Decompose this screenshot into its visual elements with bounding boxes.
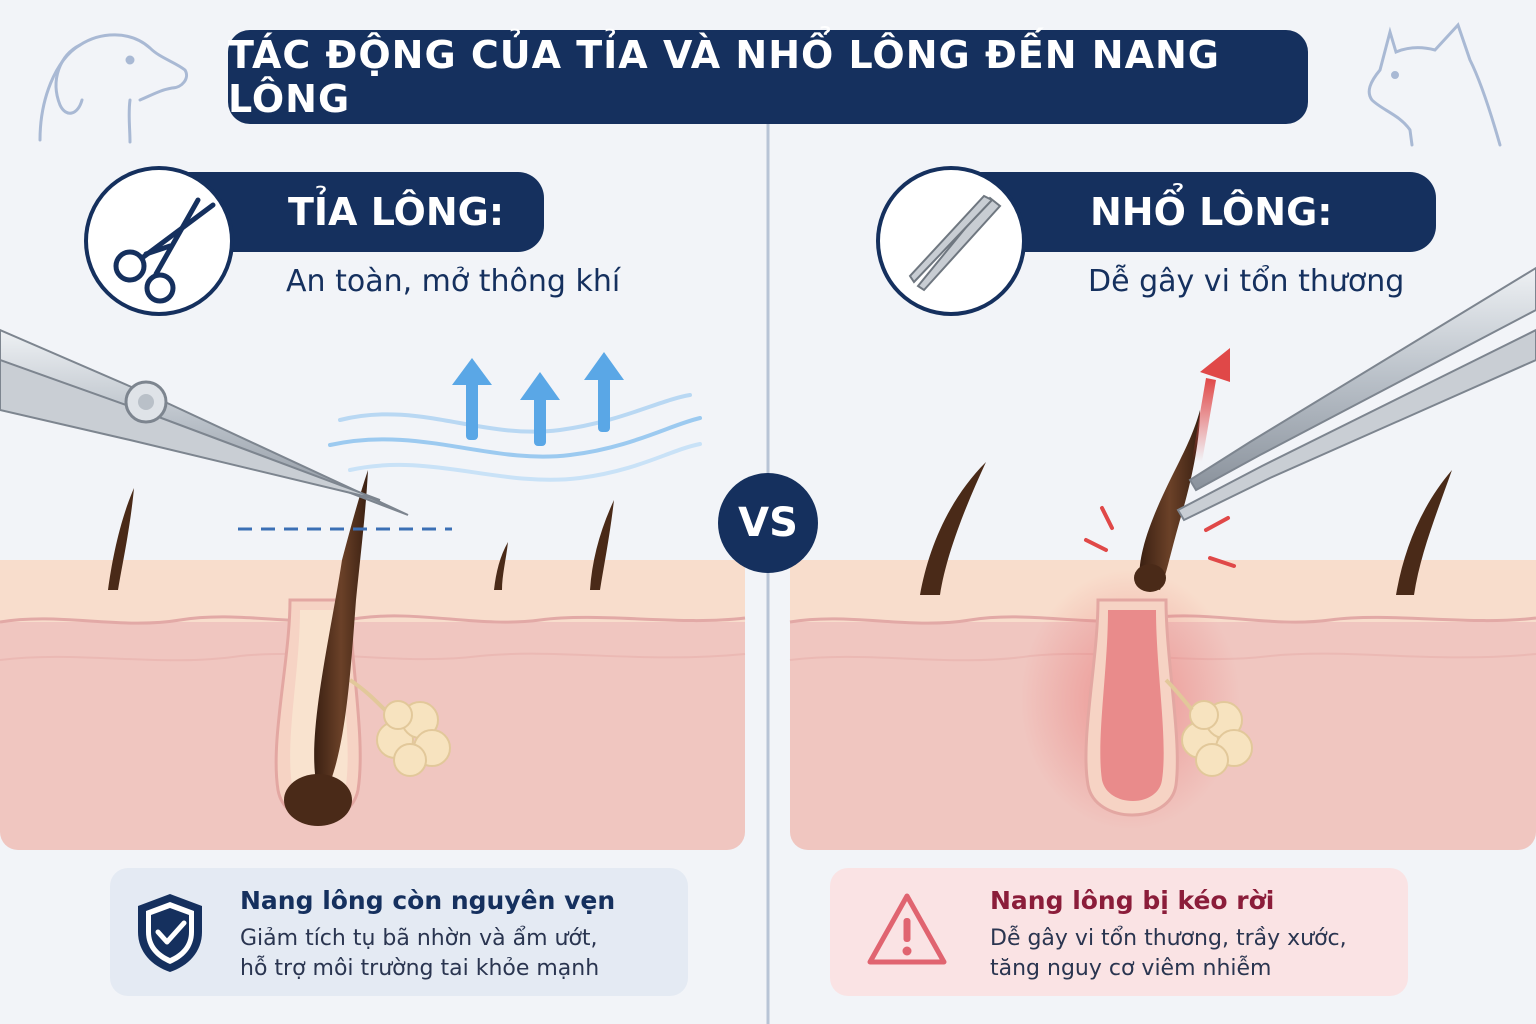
short-hair xyxy=(108,488,134,590)
left-result-card: Nang lông còn nguyên vẹn Giảm tích tụ bã… xyxy=(110,868,688,996)
plucked-hair xyxy=(1139,410,1200,590)
left-card-line-2: hỗ trợ môi trường tai khỏe mạnh xyxy=(240,956,600,981)
airflow-icon xyxy=(328,393,702,482)
right-heading: NHỔ LÔNG: xyxy=(1090,190,1333,234)
short-hair xyxy=(920,462,986,595)
left-subtitle: An toàn, mở thông khí xyxy=(286,264,621,299)
left-card-line-1: Giảm tích tụ bã nhờn và ẩm ướt, xyxy=(240,926,598,951)
trimmed-hair xyxy=(314,470,368,800)
vs-label: VS xyxy=(738,500,798,546)
right-card-line-1: Dễ gây vi tổn thương, trầy xước, xyxy=(990,926,1347,951)
right-skin-cross-section xyxy=(789,410,1536,850)
right-subtitle: Dễ gây vi tổn thương xyxy=(1088,264,1405,299)
pull-up-arrow-icon xyxy=(1192,348,1230,462)
dog-outline-icon xyxy=(38,33,188,144)
sebaceous-gland xyxy=(1164,678,1253,777)
short-hair xyxy=(1396,470,1452,595)
title-banner: TÁC ĐỘNG CỦA TỈA VÀ NHỔ LÔNG ĐẾN NANG LÔ… xyxy=(228,30,1308,124)
airflow-arrows-icon xyxy=(452,352,624,446)
right-card-title: Nang lông bị kéo rời xyxy=(990,886,1275,915)
tweezers-icon xyxy=(908,194,1002,292)
sebaceous-gland xyxy=(348,678,451,777)
tweezers-tool xyxy=(1176,266,1536,522)
shield-check-icon xyxy=(138,894,202,972)
right-heading-banner: NHỔ LÔNG: xyxy=(950,172,1436,252)
warning-triangle-icon xyxy=(867,893,947,965)
page-title: TÁC ĐỘNG CỦA TỈA VÀ NHỔ LÔNG ĐẾN NANG LÔ… xyxy=(228,33,1220,121)
alert-spark-icon xyxy=(1084,506,1236,568)
scissors-blades xyxy=(0,328,409,516)
left-card-title: Nang lông còn nguyên vẹn xyxy=(240,886,616,915)
vs-badge: VS xyxy=(718,473,818,573)
scissors-icon xyxy=(113,197,216,304)
right-result-card: Nang lông bị kéo rời Dễ gây vi tổn thươn… xyxy=(830,868,1408,996)
left-skin-cross-section xyxy=(0,470,746,850)
short-hair xyxy=(494,542,508,590)
left-heading: TỈA LÔNG: xyxy=(288,190,505,234)
scissors-icon-badge xyxy=(84,166,234,316)
short-hair xyxy=(590,500,614,590)
tweezers-icon-badge xyxy=(876,166,1026,316)
right-card-line-2: tăng nguy cơ viêm nhiễm xyxy=(990,956,1272,981)
cat-outline-icon xyxy=(1367,22,1502,147)
